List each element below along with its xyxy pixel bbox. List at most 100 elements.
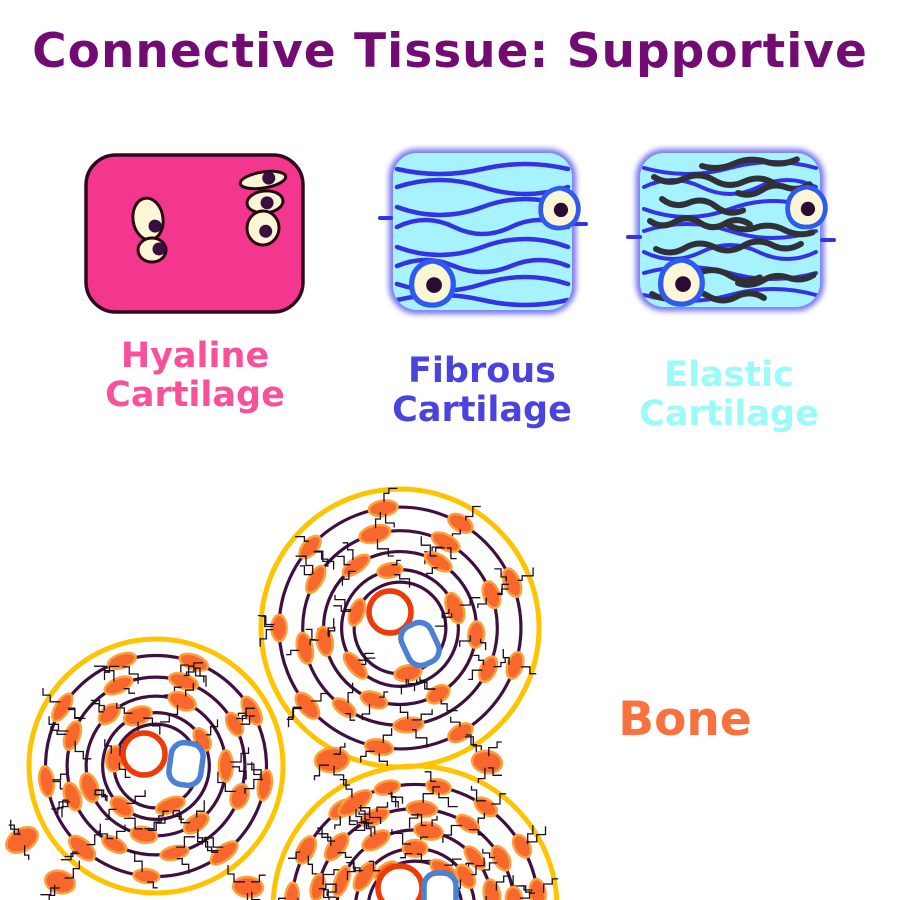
osteocyte-cell [164, 662, 203, 696]
osteocyte-cell [217, 771, 264, 810]
osteon [257, 486, 542, 770]
canaliculi [493, 658, 506, 668]
canaliculi [477, 767, 486, 783]
osteocyte-cell [257, 613, 288, 647]
canaliculi [116, 824, 126, 839]
osteon [26, 636, 286, 896]
canaliculi [176, 857, 190, 874]
osteocyte-cell [224, 707, 256, 737]
canaliculi [295, 535, 310, 542]
osteon-outer-lamella [270, 763, 560, 900]
canaliculi [118, 762, 131, 779]
canaliculi [64, 851, 78, 858]
canaliculi [51, 801, 70, 810]
canaliculi [408, 813, 419, 829]
canaliculi [485, 896, 487, 900]
canaliculi [143, 717, 161, 735]
osteocyte-cell [295, 555, 327, 595]
canaliculi [105, 808, 117, 820]
canaliculi [333, 742, 346, 755]
osteon-outer-lamella [26, 636, 286, 896]
canaliculi [446, 547, 457, 560]
canaliculi [103, 665, 120, 681]
chondrocyte-cell [245, 209, 281, 247]
canaliculi [95, 789, 108, 797]
osteocyte-cell [278, 881, 300, 900]
cell-nucleus [259, 224, 273, 238]
canaliculi [422, 786, 441, 803]
osteocyte-cell [105, 790, 146, 820]
canaliculi [57, 799, 68, 814]
canaliculi [183, 665, 194, 677]
cell-nucleus [152, 242, 166, 256]
canaliculi [459, 635, 471, 647]
chondrocyte-cell [238, 169, 288, 191]
canaliculi [360, 805, 370, 821]
canaliculi [288, 851, 301, 859]
canaliculi [517, 567, 534, 582]
canaliculi [374, 512, 382, 529]
elastic-cartilage-label: Elastic Cartilage [639, 355, 819, 435]
canaliculi [314, 550, 335, 570]
canaliculi [326, 883, 337, 897]
concentric-lamella-ring [367, 859, 463, 900]
canaliculi [185, 662, 203, 677]
canaliculi [497, 588, 509, 595]
canaliculi [104, 739, 112, 754]
osteocyte-cell [286, 691, 329, 728]
hyaline-cartilage-illustration [84, 153, 305, 314]
canaliculi [50, 726, 67, 735]
canaliculi [394, 574, 411, 588]
canaliculi [358, 807, 382, 824]
osteocyte-cell [367, 487, 399, 528]
osteocyte-cell [494, 567, 534, 598]
osteocyte-cell [38, 765, 69, 798]
canaliculi [240, 715, 256, 725]
osteocyte-cell [313, 742, 351, 786]
cell-nucleus [800, 201, 816, 217]
osteocyte-cell [502, 649, 537, 680]
cell-nucleus [675, 276, 691, 292]
canaliculi [175, 836, 196, 848]
osteon [270, 763, 560, 900]
canaliculi [99, 823, 114, 840]
canaliculi [411, 709, 433, 721]
canaliculi [23, 845, 30, 860]
canaliculi [323, 887, 330, 900]
canaliculi [473, 654, 485, 666]
elastic-fiber [647, 215, 753, 231]
elastic-fiber [735, 272, 817, 288]
canaliculi [61, 800, 69, 818]
canaliculi [450, 716, 461, 727]
canaliculi [52, 773, 67, 781]
chondrocyte-cell [136, 236, 168, 264]
bone-illustration [5, 486, 560, 900]
cell-nucleus [148, 219, 162, 233]
canaliculi [424, 771, 436, 782]
canaliculi [205, 836, 219, 853]
collagen-fiber [394, 161, 571, 177]
canaliculi [260, 615, 275, 626]
osteocyte-cell [124, 816, 166, 845]
canaliculi [126, 790, 146, 805]
fibrous-cartilage-label: Fibrous Cartilage [392, 351, 572, 431]
canaliculi [368, 860, 381, 872]
canaliculi [48, 716, 69, 732]
canaliculi [299, 565, 312, 576]
canaliculi [42, 688, 61, 703]
canaliculi [395, 704, 409, 719]
osteocyte-cell [247, 761, 274, 802]
canaliculi [286, 707, 302, 720]
canaliculi [48, 884, 56, 900]
canaliculi [360, 750, 375, 763]
canaliculi [390, 792, 397, 808]
canaliculi [399, 853, 413, 859]
canaliculi [92, 703, 104, 713]
cell-nucleus [553, 202, 569, 218]
osteocyte-cell [470, 741, 504, 783]
osteocyte-cell [227, 865, 266, 900]
osteocyte-cell [482, 844, 512, 872]
canaliculi [278, 897, 286, 900]
osteocyte-cell [42, 688, 86, 723]
